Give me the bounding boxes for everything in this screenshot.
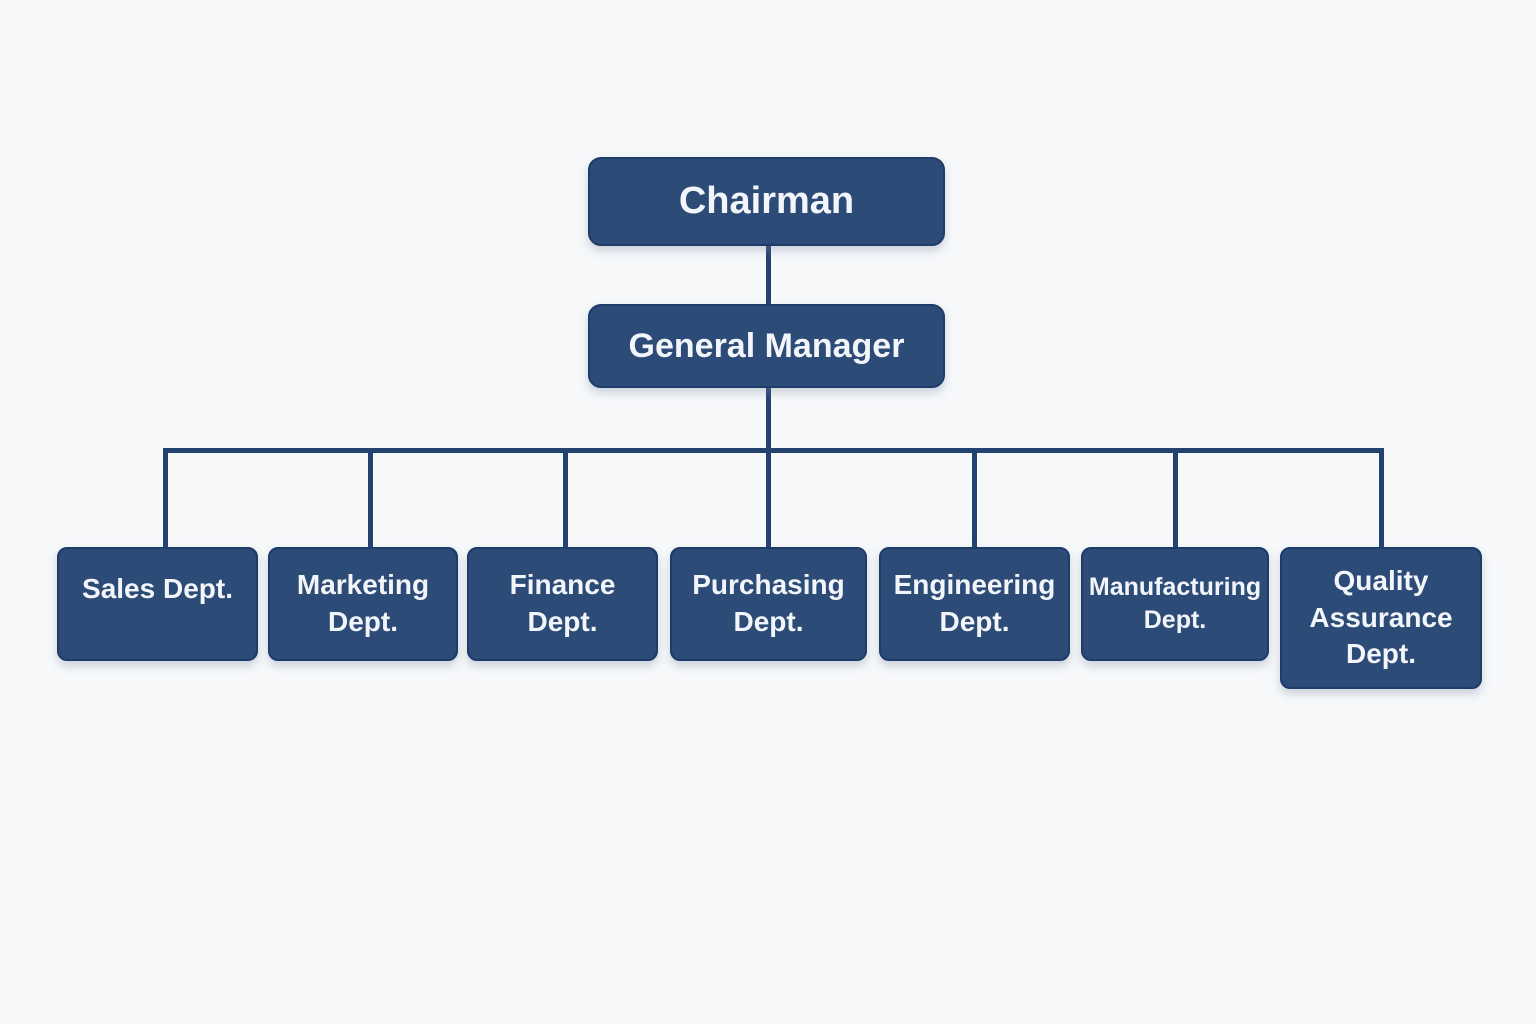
connector-chairman-to-general-manager	[766, 245, 771, 305]
node-marketing-dept: Marketing Dept.	[268, 547, 458, 661]
node-finance-dept-label: Finance Dept.	[509, 569, 616, 637]
node-sales-dept: Sales Dept.	[57, 547, 258, 661]
node-general-manager-label: General Manager	[628, 326, 905, 365]
node-engineering-dept: Engineering Dept.	[879, 547, 1070, 661]
node-marketing-dept-label: Marketing Dept.	[296, 569, 430, 637]
connector-horizontal-bus	[163, 448, 1384, 453]
node-sales-dept-label: Sales Dept.	[82, 573, 233, 604]
node-manufacturing-dept: Manufacturing Dept.	[1081, 547, 1269, 661]
connector-general-manager-trunk	[766, 387, 771, 451]
node-quality-assurance-dept-label: Quality Assurance Dept.	[1309, 564, 1453, 670]
node-engineering-dept-label: Engineering Dept.	[893, 569, 1056, 637]
node-chairman: Chairman	[588, 157, 945, 246]
connector-drop-marketing	[368, 450, 373, 548]
node-purchasing-dept-label: Purchasing Dept.	[692, 569, 845, 637]
connector-drop-sales	[163, 450, 168, 548]
node-general-manager: General Manager	[588, 304, 945, 388]
connector-drop-purchasing	[766, 450, 771, 548]
node-manufacturing-dept-label: Manufacturing Dept.	[1088, 573, 1262, 634]
connector-drop-engineering	[972, 450, 977, 548]
connector-drop-quality	[1379, 450, 1384, 548]
node-purchasing-dept: Purchasing Dept.	[670, 547, 867, 661]
node-finance-dept: Finance Dept.	[467, 547, 658, 661]
connector-drop-finance	[563, 450, 568, 548]
connector-drop-manufacturing	[1173, 450, 1178, 548]
node-quality-assurance-dept: Quality Assurance Dept.	[1280, 547, 1482, 689]
node-chairman-label: Chairman	[678, 180, 855, 222]
